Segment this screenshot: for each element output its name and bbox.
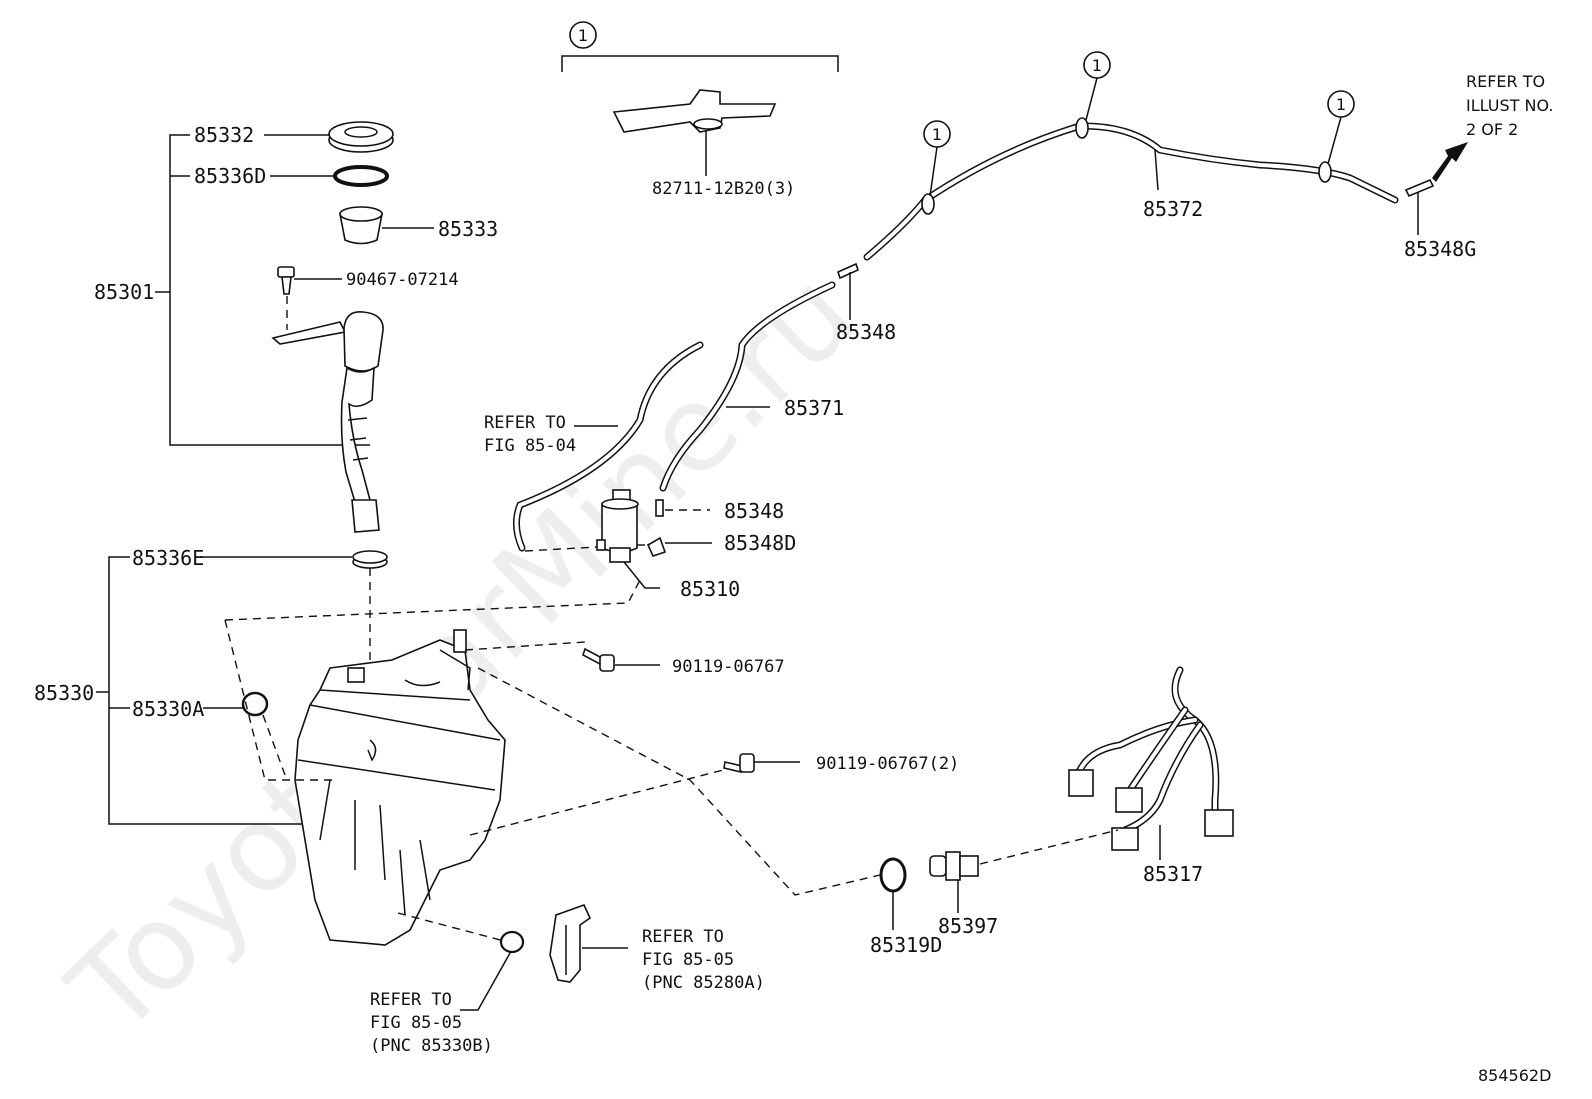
filler-cap: [328, 121, 394, 153]
svg-text:FIG 85-05: FIG 85-05: [642, 950, 734, 970]
bolt-90119-06767-2: [723, 753, 755, 773]
label-85317: 85317: [1143, 862, 1203, 886]
svg-text:2 OF 2: 2 OF 2: [1466, 120, 1518, 139]
washer-reservoir-tank: [294, 629, 506, 946]
callout-circle-nozzle: 1: [569, 21, 597, 49]
label-85371: 85371: [784, 396, 844, 420]
hose-clamp: [1318, 161, 1332, 183]
svg-text:REFER TO: REFER TO: [370, 990, 452, 1010]
filler-clip: [277, 266, 295, 295]
hose-clamp: [921, 193, 935, 215]
hose-joint-85348-upper: [837, 262, 859, 280]
check-valve-85348G: [1404, 178, 1435, 198]
hose-elbow-85348D: [646, 536, 667, 557]
svg-text:1: 1: [932, 125, 942, 144]
svg-text:FIG 85-05: FIG 85-05: [370, 1013, 462, 1033]
label-85330A: 85330A: [132, 697, 204, 721]
filler-neck: [271, 311, 384, 533]
svg-text:(PNC 85280A): (PNC 85280A): [642, 973, 765, 993]
label-85319D: 85319D: [870, 933, 942, 957]
label-85348: 85348: [724, 499, 784, 523]
filler-strainer: [339, 206, 383, 245]
callout-circle-clamp-1: 1: [923, 120, 951, 148]
svg-text:1: 1: [1092, 56, 1102, 75]
illustration-number: 854562D: [1478, 1066, 1551, 1085]
washer-hose-85372: [863, 122, 1399, 261]
label-85333: 85333: [438, 217, 498, 241]
bulb-socket-85319D: [879, 857, 907, 893]
wire-harness-85317: [1068, 666, 1234, 851]
filler-neck-group: [155, 121, 434, 533]
callout-circle-clamp-3: 1: [1327, 90, 1355, 118]
svg-text:1: 1: [578, 26, 588, 45]
hose-fig-85-04: [513, 341, 704, 552]
refer-note-illust-2-of-2: REFER TO ILLUST NO. 2 OF 2: [1466, 72, 1553, 139]
svg-text:REFER TO: REFER TO: [642, 927, 724, 947]
pump-grommet: [241, 691, 269, 717]
svg-text:ILLUST NO.: ILLUST NO.: [1466, 96, 1553, 115]
label-82711-12B20: 82711-12B20(3): [652, 179, 795, 199]
label-90119-06767: 90119-06767: [672, 657, 785, 677]
label-85330: 85330: [34, 681, 94, 705]
svg-text:1: 1: [1336, 95, 1346, 114]
washer-hose-85371: [659, 281, 836, 492]
label-85336E: 85336E: [132, 546, 204, 570]
label-85348G: 85348G: [1404, 237, 1476, 261]
label-85310: 85310: [680, 577, 740, 601]
reservoir-grommet: [352, 550, 388, 569]
refer-note-fig-85-05-pnc-85330b: REFER TO FIG 85-05 (PNC 85330B): [370, 990, 493, 1056]
svg-text:FIG 85-04: FIG 85-04: [484, 436, 576, 456]
label-85348D: 85348D: [724, 531, 796, 555]
label-85336D: 85336D: [194, 164, 266, 188]
washer-pump: [596, 489, 639, 563]
label-85397: 85397: [938, 914, 998, 938]
hose-clamp: [1075, 117, 1089, 139]
svg-text:REFER TO: REFER TO: [1466, 72, 1545, 91]
refer-note-fig-85-05-pnc-85280a: REFER TO FIG 85-05 (PNC 85280A): [642, 927, 765, 993]
label-85301: 85301: [94, 280, 154, 304]
reservoir-group: [96, 550, 881, 946]
callout-circle-clamp-2: 1: [1083, 51, 1111, 79]
label-85372: 85372: [1143, 197, 1203, 221]
hose-joint-85348: [655, 499, 664, 517]
bolt-90119-06767: [582, 647, 615, 672]
label-85348-upper: 85348: [836, 320, 896, 344]
label-85332: 85332: [194, 123, 254, 147]
svg-text:(PNC 85330B): (PNC 85330B): [370, 1036, 493, 1056]
refer-arrow-icon: [1432, 142, 1468, 182]
svg-text:REFER TO: REFER TO: [484, 413, 566, 433]
label-90119-06767-2: 90119-06767(2): [816, 754, 959, 774]
label-90467-07214: 90467-07214: [346, 270, 459, 290]
filler-gasket: [333, 165, 389, 187]
sensor-cap: [499, 930, 525, 954]
level-sensor: [549, 904, 592, 983]
bulb-85397: [929, 851, 979, 881]
washer-nozzle: [612, 89, 777, 133]
refer-note-fig-85-04: REFER TO FIG 85-04: [484, 413, 576, 456]
